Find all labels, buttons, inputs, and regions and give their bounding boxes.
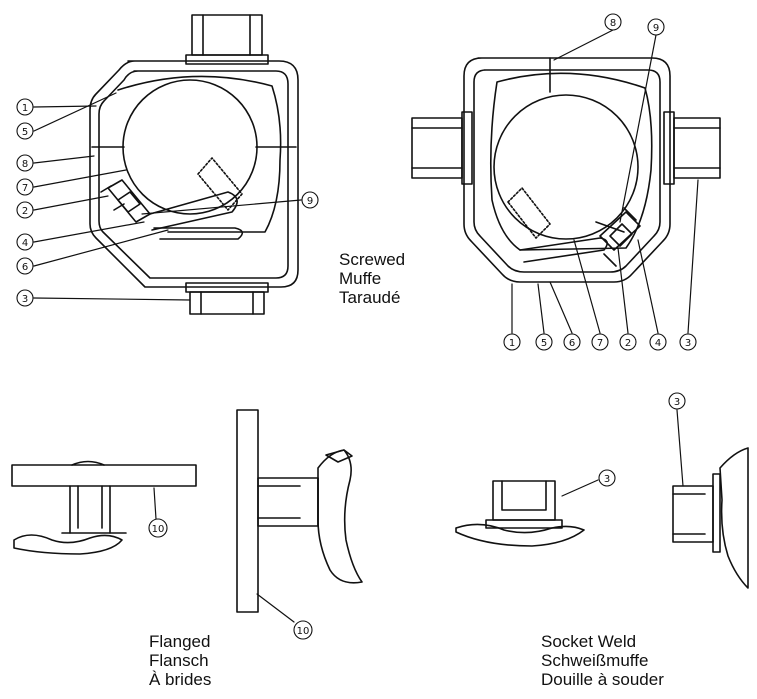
callout-8: 8: [604, 13, 622, 31]
svg-text:1: 1: [22, 103, 28, 114]
caption-socket-weld-fr: Douille à souder: [541, 670, 664, 689]
callout-10: 10: [293, 620, 313, 640]
callout-6: 6: [563, 333, 581, 351]
callouts-socket-weld: 3 3: [598, 392, 686, 487]
callouts-flanged: 10 10: [148, 518, 313, 640]
svg-text:9: 9: [653, 23, 659, 34]
caption-flanged-de: Flansch: [149, 651, 209, 670]
caption-flanged: Flanged Flansch À brides: [149, 632, 211, 689]
callout-3: 3: [679, 333, 697, 351]
callout-2: 2: [619, 333, 637, 351]
callouts-view-b: 8 9 1 5 6 7 2 4 3: [503, 13, 697, 351]
callout-9: 9: [647, 18, 665, 36]
svg-text:10: 10: [297, 626, 310, 637]
svg-text:7: 7: [22, 183, 28, 194]
caption-screwed-de: Muffe: [339, 269, 382, 288]
svg-text:1: 1: [509, 338, 515, 349]
svg-text:3: 3: [22, 294, 28, 305]
callout-3: 3: [16, 289, 34, 307]
svg-text:3: 3: [685, 338, 691, 349]
socket-weld-view-vertical: [672, 447, 749, 589]
caption-screwed-en: Screwed: [339, 250, 406, 269]
svg-text:10: 10: [152, 524, 165, 535]
socket-weld-view-horizontal: [455, 480, 585, 547]
svg-text:5: 5: [22, 127, 28, 138]
svg-text:4: 4: [655, 338, 661, 349]
caption-screwed: Screwed Muffe Taraudé: [339, 250, 405, 307]
callout-5: 5: [535, 333, 553, 351]
callout-9: 9: [301, 191, 319, 209]
caption-screwed-fr: Taraudé: [339, 288, 401, 307]
svg-text:6: 6: [22, 262, 28, 273]
svg-text:7: 7: [597, 338, 603, 349]
callout-6: 6: [16, 257, 34, 275]
svg-text:8: 8: [610, 18, 616, 29]
svg-text:4: 4: [22, 238, 28, 249]
flanged-view-horizontal: [11, 460, 197, 555]
callout-8: 8: [16, 154, 34, 172]
callout-4: 4: [649, 333, 667, 351]
callout-2: 2: [16, 201, 34, 219]
callout-7: 7: [591, 333, 609, 351]
caption-flanged-en: Flanged: [149, 632, 211, 651]
svg-text:9: 9: [307, 196, 313, 207]
callout-1: 1: [16, 98, 34, 116]
callout-4: 4: [16, 233, 34, 251]
caption-socket-weld: Socket Weld Schweißmuffe Douille à soude…: [541, 632, 664, 689]
leader-lines: [33, 29, 699, 623]
callout-1: 1: [503, 333, 521, 351]
svg-text:2: 2: [22, 206, 28, 217]
caption-socket-weld-de: Schweißmuffe: [541, 651, 649, 670]
caption-flanged-fr: À brides: [149, 670, 212, 689]
svg-text:3: 3: [604, 474, 610, 485]
caption-socket-weld-en: Socket Weld: [541, 632, 637, 651]
screwed-view-left: [89, 14, 299, 315]
callout-10: 10: [148, 518, 168, 538]
screwed-view-right: [411, 57, 721, 283]
svg-text:6: 6: [569, 338, 575, 349]
callout-3: 3: [598, 469, 616, 487]
svg-text:5: 5: [541, 338, 547, 349]
callout-5: 5: [16, 122, 34, 140]
svg-text:2: 2: [625, 338, 631, 349]
callout-7: 7: [16, 178, 34, 196]
callout-3: 3: [668, 392, 686, 410]
svg-text:8: 8: [22, 159, 28, 170]
svg-text:3: 3: [674, 397, 680, 408]
flanged-view-vertical: [236, 409, 363, 613]
callouts-view-a: 1 5 8 7 2 4 6 3 9: [16, 98, 319, 307]
